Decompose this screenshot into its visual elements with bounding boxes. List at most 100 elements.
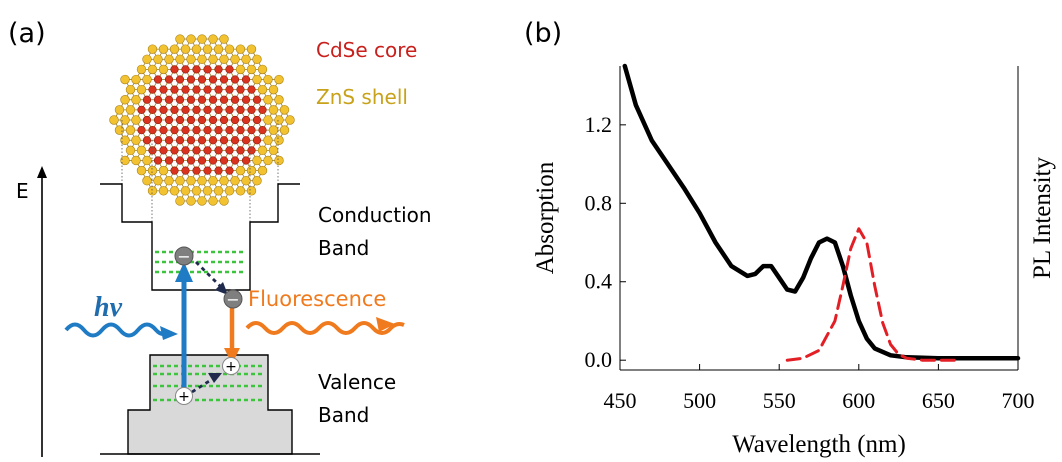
cdse-atom (137, 105, 146, 114)
cdse-atom (148, 85, 157, 94)
nanocrystal-lattice (109, 34, 295, 206)
zns-atom (202, 44, 213, 54)
cdse-atom (236, 126, 245, 135)
cdse-atom (148, 146, 157, 155)
zns-atom (257, 165, 268, 176)
zns-atom (131, 95, 141, 105)
emission-arrow (224, 308, 240, 364)
zns-atom (164, 176, 174, 186)
cdse-atom (153, 136, 163, 145)
zns-atom (186, 54, 196, 64)
hole-relaxed: + (222, 357, 240, 375)
zns-atom (268, 84, 279, 95)
cdse-atom (225, 126, 234, 135)
zns-atom (219, 176, 229, 186)
x-tick-label: 550 (763, 388, 796, 413)
cdse-atom (186, 156, 196, 165)
zns-atom (131, 135, 141, 145)
zns-atom (147, 165, 158, 176)
zns-atom (268, 105, 279, 115)
y2-axis-label: PL Intensity (1029, 157, 1056, 279)
excitation-arrow (175, 262, 193, 392)
cdse-atom (236, 146, 245, 155)
x-tick-label: 450 (604, 388, 637, 413)
cdse-atom (164, 75, 174, 84)
zns-atom (279, 105, 290, 115)
cdse-atom (236, 105, 245, 114)
zns-atom (268, 125, 279, 135)
cdse-atom (153, 156, 163, 165)
y-axis-label: Absorption (532, 161, 559, 274)
zns-atom (114, 105, 125, 115)
cdse-atom (164, 115, 174, 125)
zns-atom (158, 186, 169, 196)
zns-atom (109, 115, 119, 125)
zns-atom (186, 196, 196, 206)
zns-atom (175, 34, 185, 44)
cdse-atom (225, 105, 234, 114)
x-tick-label: 650 (922, 388, 955, 413)
cdse-atom (252, 115, 262, 125)
cdse-atom (208, 156, 218, 165)
electron-initial: − (174, 246, 194, 266)
zns-atom (252, 155, 262, 166)
cdse-atom (164, 156, 174, 165)
cdse-atom (181, 65, 190, 74)
cdse-atom (175, 156, 185, 165)
valence-band-label-line1: Valence (318, 370, 396, 394)
pl-intensity-series-line (785, 227, 956, 362)
cdse-atom (170, 65, 179, 74)
zns-atom (202, 186, 213, 196)
zns-atom (175, 176, 185, 186)
zns-atom (219, 196, 229, 206)
cdse-atom (230, 115, 240, 125)
zns-atom (213, 186, 224, 196)
zns-atom (263, 155, 273, 166)
cdse-atom (214, 166, 223, 175)
zns-shell-label: ZnS shell (316, 85, 408, 109)
cdse-atom (230, 156, 240, 165)
cdse-atom (159, 126, 168, 135)
zns-atom (263, 115, 273, 125)
cdse-atom (197, 156, 207, 165)
cdse-atom (153, 115, 163, 125)
cdse-atom (175, 95, 185, 104)
zns-atom (224, 44, 235, 54)
cdse-atom (203, 146, 212, 155)
cdse-atom (208, 75, 218, 84)
valence-band-label-line2: Band (318, 403, 369, 427)
zns-atom (246, 44, 257, 54)
cdse-atom (186, 75, 196, 84)
zns-atom (191, 44, 202, 54)
cdse-atom (203, 126, 212, 135)
zns-atom (136, 165, 147, 176)
zns-atom (120, 95, 130, 105)
cdse-atom (192, 85, 201, 94)
zns-atom (120, 155, 130, 166)
cdse-atom (170, 126, 179, 135)
cdse-atom (181, 85, 190, 94)
cdse-atom (225, 166, 234, 175)
zns-atom (131, 74, 141, 85)
y-tick-label: 1.2 (585, 112, 613, 137)
zns-atom (197, 196, 207, 206)
cdse-atom (186, 115, 196, 125)
cdse-atom (192, 105, 201, 114)
panel-a: (a) CdSe core ZnS shell E (8, 18, 432, 457)
x-axis-label: Wavelength (nm) (732, 431, 906, 458)
cdse-atom (142, 115, 152, 125)
cdse-core-label: CdSe core (316, 38, 417, 62)
cdse-atom (137, 126, 146, 135)
cdse-atom (203, 105, 212, 114)
cdse-atom (225, 146, 234, 155)
cdse-atom (164, 136, 174, 145)
zns-atom (136, 64, 147, 75)
cdse-atom (164, 95, 174, 104)
zns-atom (274, 115, 284, 125)
zns-atom (136, 84, 147, 95)
cdse-atom (241, 156, 251, 165)
cdse-atom (214, 65, 223, 74)
valence-band-edge (127, 354, 293, 455)
cdse-atom (170, 105, 179, 114)
